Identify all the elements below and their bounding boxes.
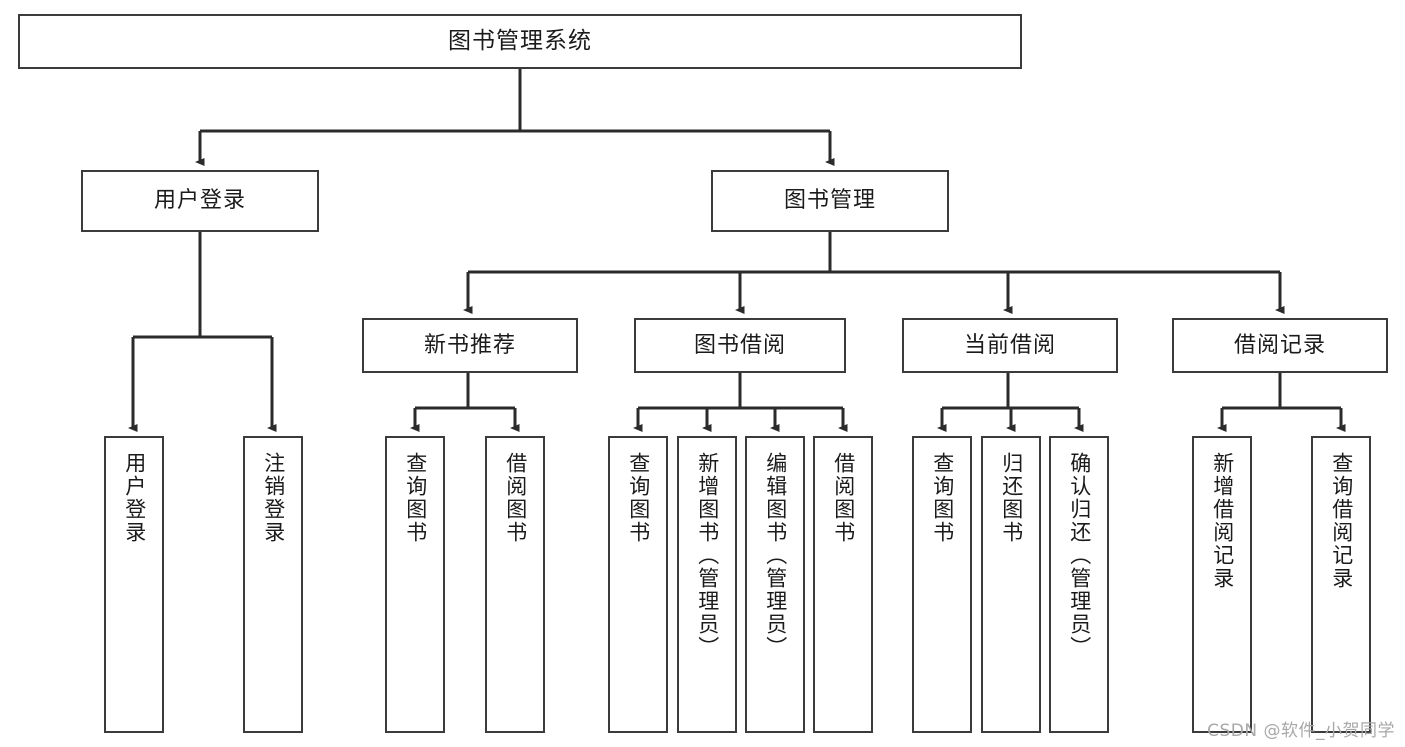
- node-book-management[interactable]: 图书管理: [711, 170, 949, 232]
- leaf-confirm-return-admin[interactable]: 确认归还（管理员）: [1049, 436, 1109, 733]
- leaf-edit-book-admin[interactable]: 编辑图书（管理员）: [745, 436, 805, 733]
- node-root-system[interactable]: 图书管理系统: [18, 14, 1022, 69]
- leaf-return-book[interactable]: 归还图书: [981, 436, 1041, 733]
- node-label: 确认归还（管理员）: [1067, 452, 1092, 659]
- node-label: 归还图书: [999, 452, 1024, 544]
- leaf-logout[interactable]: 注销登录: [243, 436, 303, 733]
- leaf-query-book-recommend[interactable]: 查询图书: [385, 436, 445, 733]
- node-label: 查询图书: [930, 452, 955, 544]
- node-label: 查询图书: [626, 452, 651, 544]
- node-label: 注销登录: [261, 452, 286, 544]
- node-current-borrow[interactable]: 当前借阅: [902, 318, 1118, 373]
- node-label: 编辑图书（管理员）: [763, 452, 788, 659]
- leaf-query-borrow-record[interactable]: 查询借阅记录: [1311, 436, 1371, 733]
- node-label: 新增图书（管理员）: [695, 452, 720, 659]
- node-label: 用户登录: [122, 452, 147, 544]
- node-label: 借阅图书: [831, 452, 856, 544]
- node-user-login[interactable]: 用户登录: [81, 170, 319, 232]
- leaf-borrow-book-recommend[interactable]: 借阅图书: [485, 436, 545, 733]
- node-label: 借阅记录: [1233, 332, 1326, 358]
- watermark-text: CSDN @软件_小贺同学: [1207, 721, 1395, 741]
- node-new-book-recommend[interactable]: 新书推荐: [362, 318, 578, 373]
- leaf-add-book-admin[interactable]: 新增图书（管理员）: [677, 436, 737, 733]
- node-label: 查询借阅记录: [1329, 452, 1354, 590]
- node-label: 图书管理: [783, 188, 876, 213]
- node-borrow-record[interactable]: 借阅记录: [1172, 318, 1388, 373]
- leaf-query-book-borrow[interactable]: 查询图书: [608, 436, 668, 733]
- node-book-borrow[interactable]: 图书借阅: [634, 318, 846, 373]
- leaf-borrow-book[interactable]: 借阅图书: [813, 436, 873, 733]
- leaf-add-borrow-record[interactable]: 新增借阅记录: [1192, 436, 1252, 733]
- node-label: 当前借阅: [963, 332, 1056, 358]
- node-label: 新增借阅记录: [1210, 452, 1235, 590]
- node-label: 新书推荐: [423, 332, 516, 358]
- node-label: 图书借阅: [693, 332, 786, 358]
- node-label: 借阅图书: [503, 452, 528, 544]
- leaf-user-login[interactable]: 用户登录: [104, 436, 164, 733]
- leaf-query-book-current[interactable]: 查询图书: [912, 436, 972, 733]
- node-label: 查询图书: [403, 452, 428, 544]
- node-label: 图书管理系统: [448, 28, 592, 54]
- node-label: 用户登录: [153, 188, 246, 213]
